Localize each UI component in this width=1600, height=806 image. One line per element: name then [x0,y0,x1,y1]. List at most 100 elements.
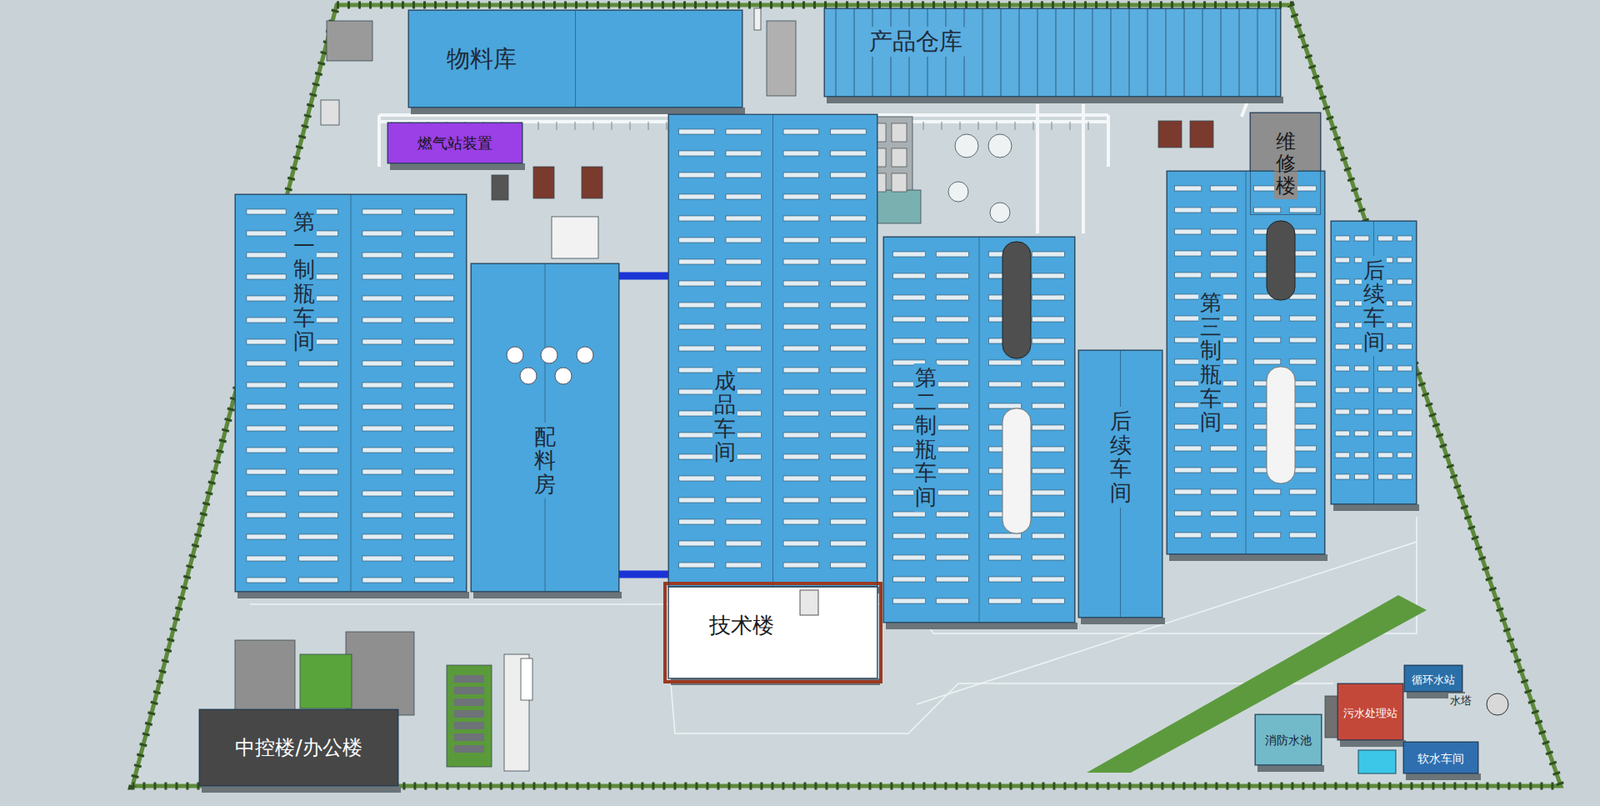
warehouse: 物料库 [408,10,743,108]
skylight [893,533,926,539]
skylight [362,469,402,475]
skylight [783,259,820,265]
skylight [1175,380,1202,386]
skylight [1031,598,1065,604]
building-name: 维修楼 [1274,128,1298,200]
skylight [1289,315,1316,321]
parked-car [454,675,485,683]
skylight [679,150,715,156]
workshop: 第三制瓶车间 [1166,170,1325,555]
skylight [1254,207,1281,213]
building-wall [1257,765,1325,772]
skylight [1031,316,1065,322]
small-building [533,166,555,199]
workshop: 第一制瓶车间 [235,194,467,592]
skylight [1031,381,1065,387]
roof-seam [1110,8,1112,97]
skylight [830,540,867,546]
skylight [1335,474,1350,480]
building-name: 中控楼/办公楼 [232,735,365,761]
skylight [783,454,820,460]
parked-car [454,733,485,741]
skylight [1031,360,1065,365]
skylight [298,447,338,453]
building-name: 第一制瓶车间 [291,207,317,356]
skylight [1397,452,1413,458]
skylight [783,237,820,243]
skylight [1175,424,1202,430]
skylight [679,194,715,200]
pipe-support [1015,121,1016,130]
skylight [1335,322,1350,328]
building-roof [1166,170,1325,555]
silo [555,367,572,385]
skylight [830,519,867,525]
skylight [725,194,762,200]
roof-seam [1055,8,1057,97]
skylight [1210,185,1237,191]
skylight [935,251,969,257]
skylight [1175,315,1202,321]
skylight [935,403,969,409]
skylight [679,432,715,438]
skylight [298,512,338,518]
pipe [1106,115,1110,167]
covered-bridge [619,570,669,579]
skylight [298,577,338,583]
skylight [725,345,762,351]
skylight [362,360,402,366]
skylight [1397,279,1413,285]
skylight [298,555,338,561]
pipe-support [978,121,980,130]
small-building [300,654,352,709]
parked-car [454,721,485,730]
skylight [1175,185,1202,191]
site-ground [132,5,1561,786]
skylight [830,475,867,481]
skylight [783,150,820,156]
skylight [362,230,402,236]
skylight [1335,279,1350,285]
stair-core [800,590,819,615]
skylight [679,389,715,395]
building-name: 后续车间 [1108,406,1134,507]
skylight [414,339,454,345]
skylight [1031,533,1065,539]
skylight [679,237,715,243]
skylight [414,360,454,366]
skylight [989,360,1022,365]
skylight [989,381,1022,387]
skylight [414,209,454,215]
skylight [1210,467,1237,473]
skylight [1175,467,1202,473]
skylight [679,475,715,481]
tech-building: 技术楼 [668,586,878,679]
skylight [414,490,454,496]
skylight [1378,474,1394,480]
skylight [989,576,1022,582]
skylight [1289,532,1316,538]
skylight [679,280,715,286]
small-building [520,658,533,700]
building-wall [473,591,622,599]
skylight [1031,490,1065,495]
skylight [1031,338,1065,344]
skylight [1175,229,1202,235]
equipment [891,123,907,142]
covered-bridge [619,272,669,280]
building-wall [237,591,470,599]
skylight [414,577,454,583]
skylight [935,295,969,300]
skylight [246,209,286,215]
skylight [783,562,820,568]
skylight [725,280,762,286]
skylight [1254,489,1281,495]
skylight [298,534,338,540]
skylight [246,404,286,410]
skylight [1335,235,1350,241]
parked-car [454,698,485,706]
building-trim [665,583,881,682]
skylight [1335,300,1350,306]
